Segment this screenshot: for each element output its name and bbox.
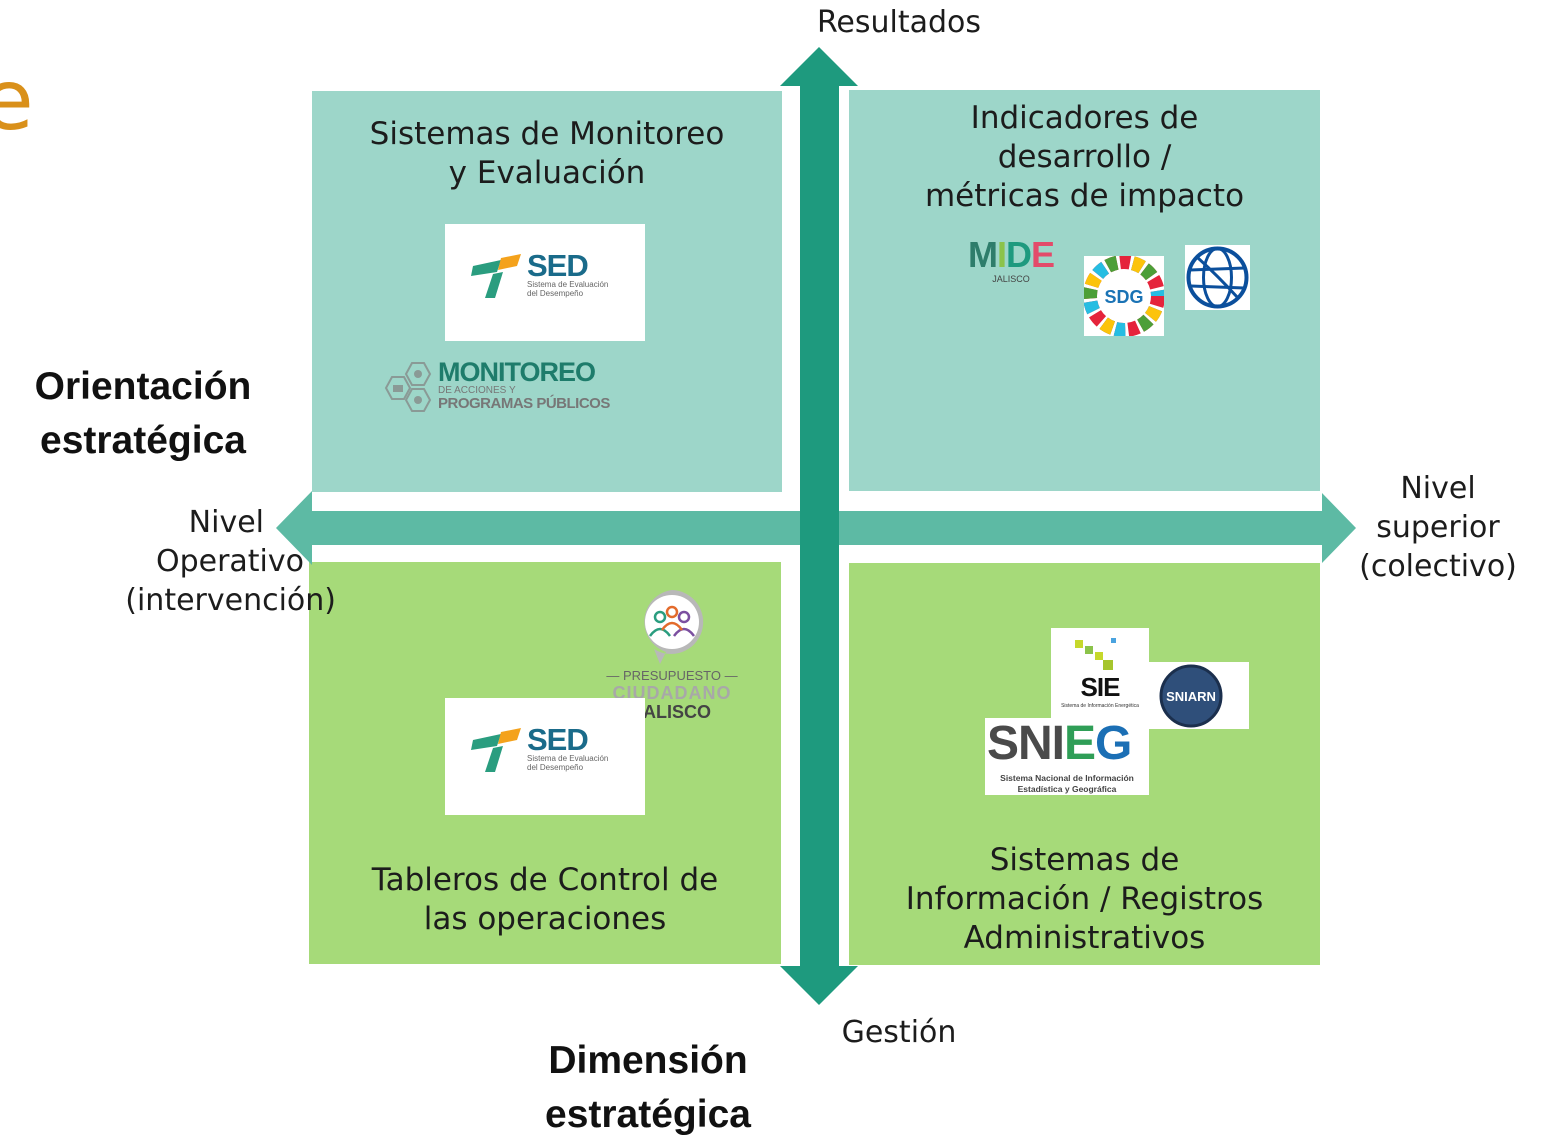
title-line: y Evaluación [448,155,646,191]
title-line: las operaciones [423,901,667,937]
axis-label-line: Operativo [155,544,304,579]
sed-logo-sub: Sistema de Evaluación del Desempeño [527,754,608,772]
quadrant-top-right: Indicadores de desarrollo / métricas de … [849,90,1320,491]
quadrant-bottom-left: — PRESUPUESTO — CIUDADANO JALISCO SED Si… [309,562,781,964]
snieg-logo: SNIEG Sistema Nacional de Información Es… [985,717,1149,795]
axis-title-line: estratégica [545,1093,751,1136]
quadrant-top-left: Sistemas de Monitoreo y Evaluación SED S… [312,91,782,492]
snieg-sub-line: Sistema Nacional de Información [1000,773,1134,783]
axis-label-line: (colectivo) [1359,549,1517,584]
axis-title-line: Dimensión [548,1039,748,1082]
presupuesto-logo: — PRESUPUESTO — CIUDADANO JALISCO [592,584,752,724]
title-line: Información / Registros [905,881,1264,917]
presupuesto-line3: JALISCO [632,702,711,722]
presupuesto-line1-wrap: — PRESUPUESTO — [606,668,738,683]
sed-sub-line: del Desempeño [527,763,584,772]
axis-label-right: Nivel superior (colectivo) [1343,469,1533,586]
snieg-logo-name: SNIEG [987,717,1132,770]
snieg-logo-sub: Sistema Nacional de Información Estadíst… [985,773,1149,795]
corner-glyph: e [0,51,34,149]
quadrant-title: Sistemas de Monitoreo y Evaluación [312,115,782,193]
sed-logo: SED Sistema de Evaluación del Desempeño [445,698,645,815]
axis-label-top: Resultados [816,5,982,40]
sie-logo-sub: Sistema de Información Energética [1061,703,1139,709]
monitoreo-sub2: PROGRAMAS PÚBLICOS [438,395,610,412]
title-line: Sistemas de Monitoreo [369,116,725,152]
monitoreo-logo-name: MONITOREO [438,357,596,387]
sed-sub-line: Sistema de Evaluación [527,754,609,763]
title-line: Tableros de Control de [371,862,719,898]
sniarn-logo: SNIARN [1149,662,1249,729]
sed-logo-name: SED [527,722,589,757]
axis-label-line: (intervención) [125,583,336,618]
presupuesto-line1: PRESUPUESTO [622,668,721,683]
sniarn-badge-icon: SNIARN [1159,664,1223,728]
sniarn-text: SNIARN [1166,689,1216,704]
axis-label-line: Nivel [188,505,264,540]
globe-logo [1185,245,1250,310]
axis-label-line: Nivel [1400,471,1476,506]
sed-logo: SED Sistema de Evaluación del Desempeño [445,224,645,341]
sed-logo-name: SED [527,248,589,283]
mide-logo: MIDE JALISCO [968,236,1058,288]
title-line: Administrativos [963,920,1206,956]
sdg-logo: SDG [1084,256,1164,336]
monitoreo-logo: MONITOREO DE ACCIONES Y PROGRAMAS PÚBLIC… [378,357,618,417]
mide-logo-name: MIDE [968,234,1055,275]
axis-label-bottom: Gestión [841,1015,957,1050]
title-line: Indicadores de [970,100,1199,136]
monitoreo-sub1: DE ACCIONES Y [438,385,516,396]
sed-mark-icon [471,254,521,298]
mide-logo-sub: JALISCO [992,274,1030,284]
sie-logo: SIE Sistema de Información Energética [1051,628,1149,718]
horizontal-axis-title: Dimensión estratégica [498,1034,798,1142]
sdg-wheel-icon: SDG [1084,256,1164,336]
vertical-axis-arrow [780,47,858,1005]
sed-mark-icon [471,728,521,772]
hexagons-icon [384,362,432,412]
title-line: desarrollo / [997,139,1172,175]
title-line: Sistemas de [989,842,1180,878]
snieg-sub-line: Estadística y Geográfica [1017,784,1117,794]
sie-mark-icon [1075,638,1116,670]
quadrant-bottom-right: SIE Sistema de Información Energética SN… [849,563,1320,965]
globe-icon [1186,246,1249,309]
quadrant-title: Sistemas de Información / Registros Admi… [849,841,1320,958]
quadrant-title: Tableros de Control de las operaciones [309,861,781,939]
vertical-axis-title: Orientación estratégica [0,360,286,468]
quadrant-title: Indicadores de desarrollo / métricas de … [849,99,1320,216]
axis-label-line: superior [1376,510,1500,545]
sed-logo-sub: Sistema de Evaluación del Desempeño [527,280,608,298]
sie-logo-name: SIE [1080,672,1121,702]
axis-title-line: Orientación [34,365,252,408]
sdg-text: SDG [1104,287,1143,307]
sed-sub-line: del Desempeño [527,289,584,298]
sed-sub-line: Sistema de Evaluación [527,280,609,289]
people-bubble-icon [644,590,704,664]
axis-label-left: Nivel Operativo (intervención) [106,503,346,620]
title-line: métricas de impacto [924,178,1245,214]
axis-title-line: estratégica [40,419,246,462]
